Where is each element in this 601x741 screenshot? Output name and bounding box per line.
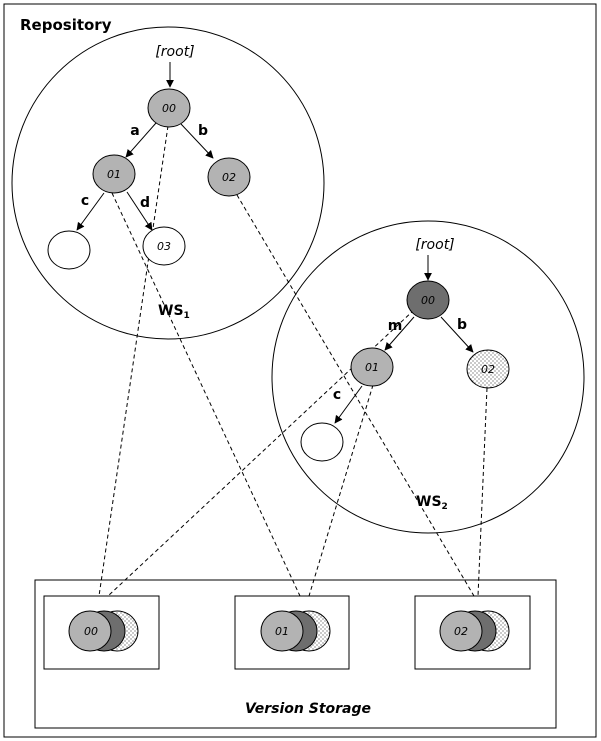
ws1-label: WS1: [158, 303, 190, 321]
version-storage-title: Version Storage: [245, 701, 371, 717]
version-00-label: 00: [84, 625, 98, 638]
ws2-root-label: [root]: [415, 237, 454, 253]
ws2-label-main: WS: [416, 494, 442, 510]
ws1-node-00: [147, 88, 191, 128]
version-02-label: 02: [454, 625, 468, 638]
version-00-layer-1: [68, 610, 112, 652]
version-01-layer-1: [260, 610, 304, 652]
version-box-00: [43, 595, 160, 670]
ws1-edge-a-label: a: [130, 123, 139, 139]
ws1-node-01-label: 01: [107, 168, 121, 181]
ws1-node-02: [207, 157, 251, 197]
version-stack-01: 01: [260, 610, 331, 652]
ws2-node-00: [406, 280, 450, 320]
ws1-tree: [root] a b c d 00 01 02 03 WS1: [47, 44, 251, 321]
ws2-node-02-label: 02: [481, 363, 495, 376]
version-box-02: [414, 595, 531, 670]
ws1-edge-c: [76, 192, 105, 231]
repository-title: Repository: [20, 16, 112, 34]
ws2-edge-m-label: m: [388, 318, 403, 334]
ws2-node-01: [350, 347, 394, 387]
version-02-layer-1: [439, 610, 483, 652]
ws2-edge-b: [440, 316, 474, 353]
link-ws2-01-to-v01: [308, 384, 374, 597]
ws1-edge-b: [180, 123, 214, 159]
ws2-boundary: [271, 220, 585, 534]
ws2-edge-m: [384, 316, 415, 351]
ws1-edge-d-label: d: [140, 195, 150, 211]
ws2-node-00-label: 00: [421, 294, 435, 307]
ws1-node-00-label: 00: [162, 102, 176, 115]
version-storage-frame: [34, 579, 557, 729]
ws1-root-label: [root]: [155, 44, 194, 60]
ws2-tree: [root] m b c 00 01 02 WS2: [300, 237, 510, 512]
version-01-label: 01: [275, 625, 289, 638]
version-stack-00: 00: [68, 610, 139, 652]
ws1-node-03-label: 03: [157, 240, 171, 253]
ws2-label-sub: 2: [442, 502, 448, 512]
version-stack-02: 02: [439, 610, 510, 652]
ws2-node-01-label: 01: [365, 361, 379, 374]
ws2-edge-c: [334, 385, 363, 424]
ws1-node-02-label: 02: [222, 171, 236, 184]
ws1-edge-d: [126, 191, 153, 231]
ws2-edge-c-label: c: [333, 387, 341, 403]
ws1-node-03: [142, 226, 186, 266]
ws1-edge-b-label: b: [198, 123, 208, 139]
ws1-node-unnamed: [47, 230, 91, 270]
ws2-edge-b-label: b: [457, 317, 467, 333]
ws1-edge-c-label: c: [81, 193, 89, 209]
ws1-edge-a: [125, 122, 157, 158]
ws1-label-main: WS: [158, 303, 184, 319]
link-ws1-00-to-v00: [98, 125, 169, 597]
version-box-01: [234, 595, 350, 670]
ws1-node-01: [92, 154, 136, 194]
ws2-node-unnamed: [300, 422, 344, 462]
ws1-boundary: [11, 26, 325, 340]
ws2-node-02: [466, 349, 510, 389]
ws1-label-sub: 1: [184, 311, 190, 321]
ws2-label: WS2: [416, 494, 448, 512]
